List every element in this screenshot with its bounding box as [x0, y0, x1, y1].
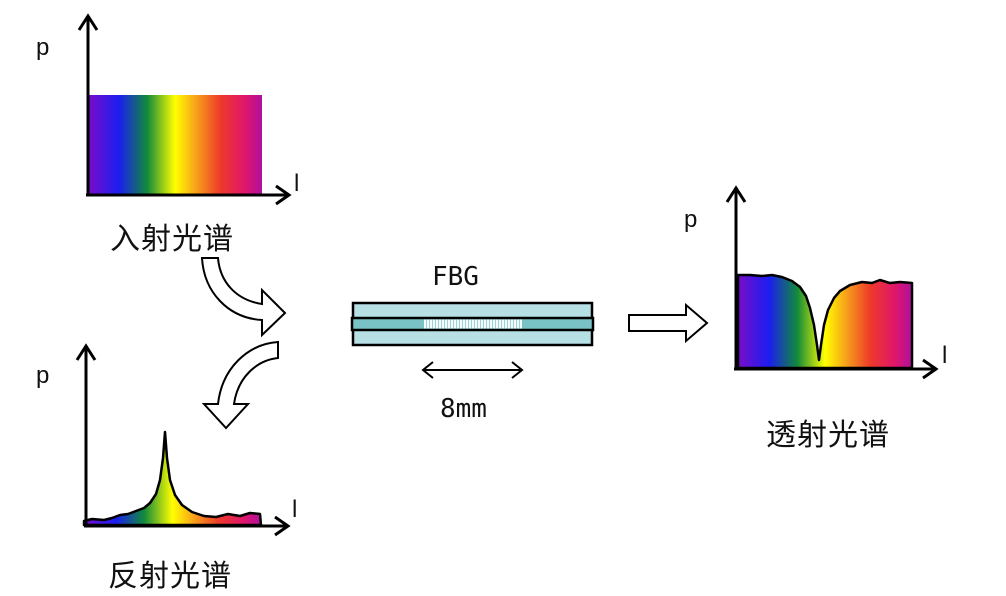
reflected-spectrum-title: 反射光谱	[108, 559, 232, 594]
reflected-x-axis-arrowhead	[274, 515, 291, 537]
fbg-label: FBG	[432, 262, 479, 292]
straight-arrow-to-transmitted-icon	[628, 302, 709, 344]
reflected-x-axis-label: l	[292, 496, 298, 523]
reflected-spectrum-curve	[82, 430, 263, 527]
grating-length-label: 8mm	[440, 394, 487, 424]
transmitted-y-axis-arrowhead	[725, 185, 747, 203]
transmitted-x-axis-label: l	[942, 342, 948, 369]
incident-y-axis-label: p	[36, 34, 50, 61]
transmitted-x-axis-arrowhead	[922, 358, 939, 380]
incident-x-axis-label: l	[294, 170, 300, 197]
curved-arrow-to-fbg-icon	[200, 257, 287, 338]
fbg-fiber	[350, 301, 595, 347]
curved-arrow-to-reflected-icon	[201, 340, 279, 430]
reflected-y-axis-label: p	[36, 362, 50, 389]
incident-x-axis-arrowhead	[275, 184, 292, 206]
fiber-bragg-grating	[424, 319, 522, 329]
reflected-y-axis-arrowhead	[75, 343, 97, 361]
incident-spectrum-title: 入射光谱	[110, 222, 234, 257]
reflected-spectrum-chart	[75, 343, 291, 537]
transmitted-spectrum-curve	[736, 273, 914, 370]
grating-length-arrow-icon	[421, 361, 524, 379]
incident-spectrum-fill	[88, 95, 262, 195]
transmitted-spectrum-chart	[725, 185, 939, 380]
transmitted-spectrum-title: 透射光谱	[766, 418, 890, 453]
transmitted-y-axis-label: p	[684, 206, 698, 233]
incident-y-axis-arrowhead	[77, 13, 99, 31]
incident-spectrum-chart	[77, 13, 292, 206]
